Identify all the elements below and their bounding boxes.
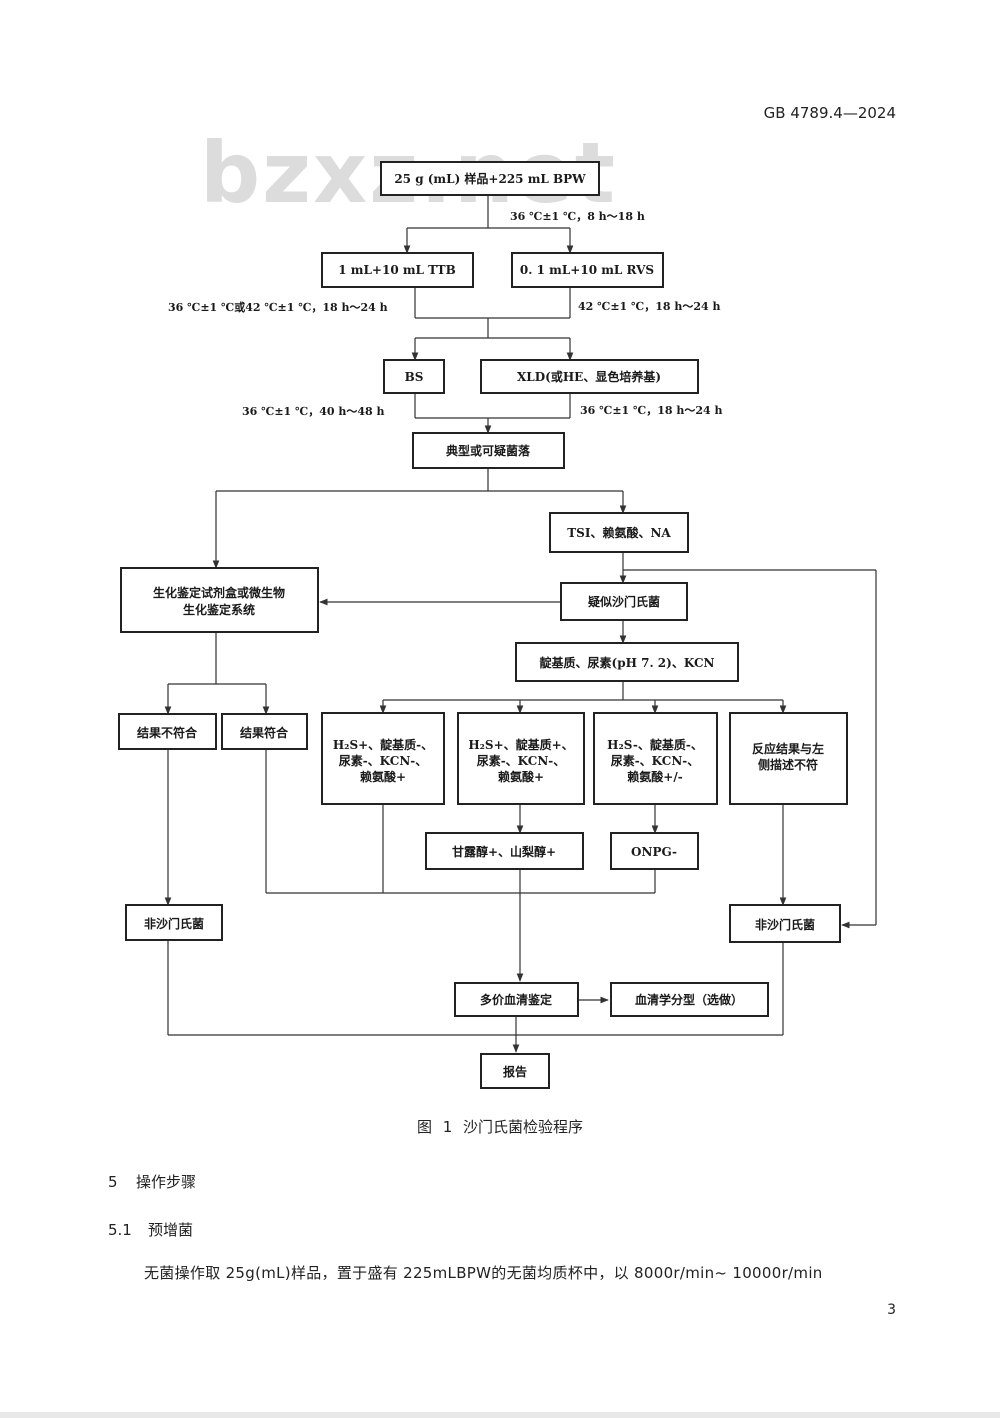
- box-polyvalent-serum-label: 多价血清鉴定: [480, 992, 552, 1007]
- box-rvs-label: 0. 1 mL+10 mL RVS: [520, 263, 654, 277]
- box-polyvalent-serum: 多价血清鉴定: [454, 982, 579, 1017]
- box-suspect-salmonella-label: 疑似沙门氏菌: [588, 594, 660, 609]
- connectors: [164, 195, 877, 1053]
- box-indole-urea-kcn-label: 靛基质、尿素(pH 7. 2)、KCN: [540, 655, 715, 670]
- box-result-mismatch-label: 结果不符合: [137, 725, 198, 740]
- box-reaction-2-line-2: 尿素-、KCN-、: [477, 753, 566, 768]
- box-indole-urea-kcn: 靛基质、尿素(pH 7. 2)、KCN: [515, 642, 739, 682]
- box-serotyping: 血清学分型（选做）: [610, 982, 769, 1017]
- box-biochem-system-label-1: 生化鉴定试剂盒或微生物: [153, 585, 285, 600]
- condition-xld-incubation: 36 ℃±1 ℃，18 h～24 h: [580, 404, 722, 417]
- box-sample: 25 g (mL) 样品+225 mL BPW: [380, 161, 600, 196]
- box-biochem-system: 生化鉴定试剂盒或微生物 生化鉴定系统: [120, 567, 319, 633]
- box-onpg: ONPG-: [610, 832, 699, 870]
- box-onpg-label: ONPG-: [631, 845, 677, 859]
- flowchart: 25 g (mL) 样品+225 mL BPW 1 mL+10 mL TTB 0…: [118, 161, 877, 1089]
- section-5-number: 5: [108, 1173, 118, 1191]
- box-reaction-4-line-2: 侧描述不符: [758, 757, 818, 772]
- box-serotyping-label: 血清学分型（选做）: [635, 992, 743, 1007]
- condition-bs-incubation: 36 ℃±1 ℃，40 h～48 h: [242, 405, 384, 418]
- box-reaction-1-line-2: 尿素-、KCN-、: [339, 753, 428, 768]
- box-reaction-1-line-3: 赖氨酸+: [360, 769, 406, 784]
- box-report-label: 报告: [503, 1064, 527, 1079]
- box-reaction-2-line-1: H₂S+、靛基质+、: [468, 737, 573, 752]
- section-5-1-number: 5.1: [108, 1221, 132, 1239]
- box-ttb-label: 1 mL+10 mL TTB: [338, 263, 455, 277]
- box-result-match: 结果符合: [221, 713, 308, 750]
- box-mannitol-sorbitol: 甘露醇+、山梨醇+: [425, 832, 584, 870]
- box-ttb: 1 mL+10 mL TTB: [321, 252, 474, 288]
- box-non-salmonella-right-label: 非沙门氏菌: [755, 917, 815, 932]
- condition-rvs-incubation: 42 ℃±1 ℃，18 h～24 h: [578, 300, 720, 313]
- body-paragraph: 无菌操作取 25g(mL)样品，置于盛有 225mLBPW的无菌均质杯中，以 8…: [144, 1264, 823, 1282]
- section-5-heading: 5 操作步骤: [108, 1171, 196, 1192]
- box-reaction-4-line-1: 反应结果与左: [752, 741, 824, 756]
- box-result-mismatch: 结果不符合: [118, 713, 217, 750]
- box-sample-label: 25 g (mL) 样品+225 mL BPW: [394, 171, 586, 186]
- page-bottom-edge: [0, 1412, 1000, 1418]
- box-mannitol-sorbitol-label: 甘露醇+、山梨醇+: [452, 844, 556, 859]
- box-biochem-system-label-2: 生化鉴定系统: [183, 602, 255, 617]
- box-tsi-label: TSI、赖氨酸、NA: [567, 525, 671, 540]
- section-5-1-heading: 5.1 预增菌: [108, 1219, 193, 1240]
- box-non-salmonella-left-label: 非沙门氏菌: [144, 916, 204, 931]
- box-tsi: TSI、赖氨酸、NA: [549, 512, 689, 553]
- box-result-match-label: 结果符合: [240, 725, 289, 740]
- box-suspect-salmonella: 疑似沙门氏菌: [560, 582, 688, 621]
- box-reaction-3-line-2: 尿素-、KCN-、: [611, 753, 700, 768]
- box-reaction-1: H₂S+、靛基质-、 尿素-、KCN-、 赖氨酸+: [321, 712, 445, 805]
- box-reaction-2-line-3: 赖氨酸+: [498, 769, 544, 784]
- figure-caption: 图 1 沙门氏菌检验程序: [416, 1118, 584, 1136]
- condition-bpw-incubation: 36 ℃±1 ℃，8 h～18 h: [510, 210, 645, 223]
- box-non-salmonella-right: 非沙门氏菌: [729, 904, 841, 943]
- box-xld-label: XLD(或HE、显色培养基): [517, 369, 661, 384]
- box-reaction-4: 反应结果与左 侧描述不符: [729, 712, 848, 805]
- box-reaction-3-line-1: H₂S-、靛基质-、: [607, 737, 703, 752]
- box-bs-label: BS: [405, 370, 424, 384]
- box-reaction-2: H₂S+、靛基质+、 尿素-、KCN-、 赖氨酸+: [457, 712, 585, 805]
- condition-ttb-incubation: 36 ℃±1 ℃或42 ℃±1 ℃，18 h～24 h: [168, 300, 388, 314]
- box-bs: BS: [383, 359, 445, 394]
- standard-code: GB 4789.4—2024: [763, 104, 896, 122]
- box-non-salmonella-left: 非沙门氏菌: [125, 904, 223, 941]
- section-5-1-title: 预增菌: [148, 1221, 194, 1239]
- box-report: 报告: [480, 1053, 550, 1089]
- page-number: 3: [887, 1302, 896, 1318]
- box-xld: XLD(或HE、显色培养基): [480, 359, 699, 394]
- box-typical-colony: 典型或可疑菌落: [412, 432, 565, 469]
- box-reaction-3: H₂S-、靛基质-、 尿素-、KCN-、 赖氨酸+/-: [593, 712, 718, 805]
- box-rvs: 0. 1 mL+10 mL RVS: [511, 252, 664, 288]
- box-typical-colony-label: 典型或可疑菌落: [446, 443, 531, 458]
- box-reaction-3-line-3: 赖氨酸+/-: [627, 769, 682, 784]
- box-reaction-1-line-1: H₂S+、靛基质-、: [333, 737, 433, 752]
- section-5-title: 操作步骤: [136, 1173, 197, 1191]
